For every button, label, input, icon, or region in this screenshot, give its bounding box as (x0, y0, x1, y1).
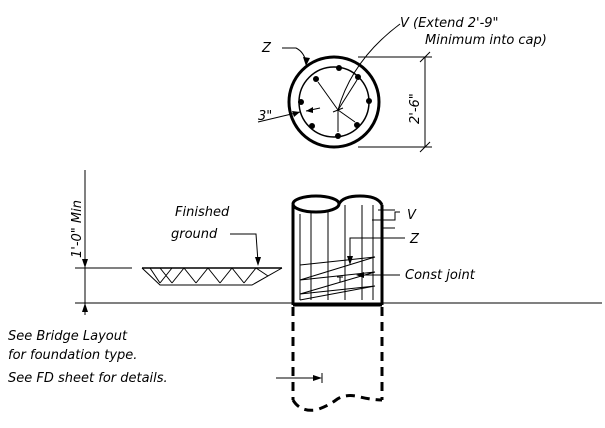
v-label-line2: Minimum into cap) (425, 33, 547, 48)
rebar-dot (309, 123, 315, 129)
elev-z-leader (349, 237, 405, 262)
const-joint-mark (337, 276, 343, 282)
v-leader-tick (332, 107, 344, 113)
min-dim-label: 1'-0" Min (70, 200, 85, 258)
rebar-dot (354, 122, 360, 128)
z-label: Z (261, 41, 272, 56)
note-line-1: See Bridge Layout (8, 329, 128, 344)
const-joint-arrowhead (356, 272, 364, 278)
foundation-bottom-break (291, 394, 383, 412)
v-label-line1: V (Extend 2'-9" (400, 16, 499, 31)
spiral-reinforcement (299, 256, 376, 301)
elev-v-label: V (407, 208, 417, 223)
finished-label-line1: Finished (175, 205, 230, 220)
column-elevation: 1'-0" Min Finished ground V (8, 170, 602, 412)
dim-tick (419, 141, 431, 153)
diameter-label: 2'-6" (408, 93, 423, 124)
v-leader-branch (337, 79, 358, 111)
column-break-line (337, 194, 384, 206)
cover-arrowhead (306, 107, 313, 113)
note-arrowhead (313, 375, 322, 381)
z-leader-line (282, 47, 307, 63)
rebar-dot (336, 65, 342, 71)
note-line-3: See FD sheet for details. (8, 371, 168, 386)
cover-arrowhead (292, 111, 300, 117)
rebar-dot (366, 98, 372, 104)
ground-hatching (149, 267, 269, 284)
min-dim-arrowhead (82, 303, 88, 312)
elev-v-leader (372, 211, 400, 221)
finished-ground-arrowhead (255, 257, 261, 266)
finished-label-line2: ground (171, 227, 218, 242)
elev-z-arrowhead (347, 256, 353, 265)
finished-ground-leader (230, 233, 259, 263)
finished-ground-mound (141, 267, 283, 286)
note-line-2: for foundation type. (8, 348, 137, 363)
min-dim-arrowhead (82, 259, 88, 268)
elev-z-label: Z (409, 232, 420, 247)
column-top-ellipse (291, 194, 341, 214)
cover-label: 3" (258, 109, 272, 124)
rebar-dot (335, 133, 341, 139)
const-joint-label: Const joint (405, 268, 476, 283)
dim-tick (419, 51, 431, 63)
section-outer-circle (287, 55, 381, 149)
rebar-dot (355, 74, 361, 80)
v-leader-branch (337, 109, 356, 123)
v-leader-branch (317, 81, 339, 111)
column-cross-section: V (Extend 2'-9" Minimum into cap) Z 3" 2… (257, 16, 547, 153)
z-arrowhead (303, 57, 310, 66)
rebar-dot (298, 99, 304, 105)
v-leader-line (337, 23, 401, 111)
rebar-dot (313, 76, 319, 82)
